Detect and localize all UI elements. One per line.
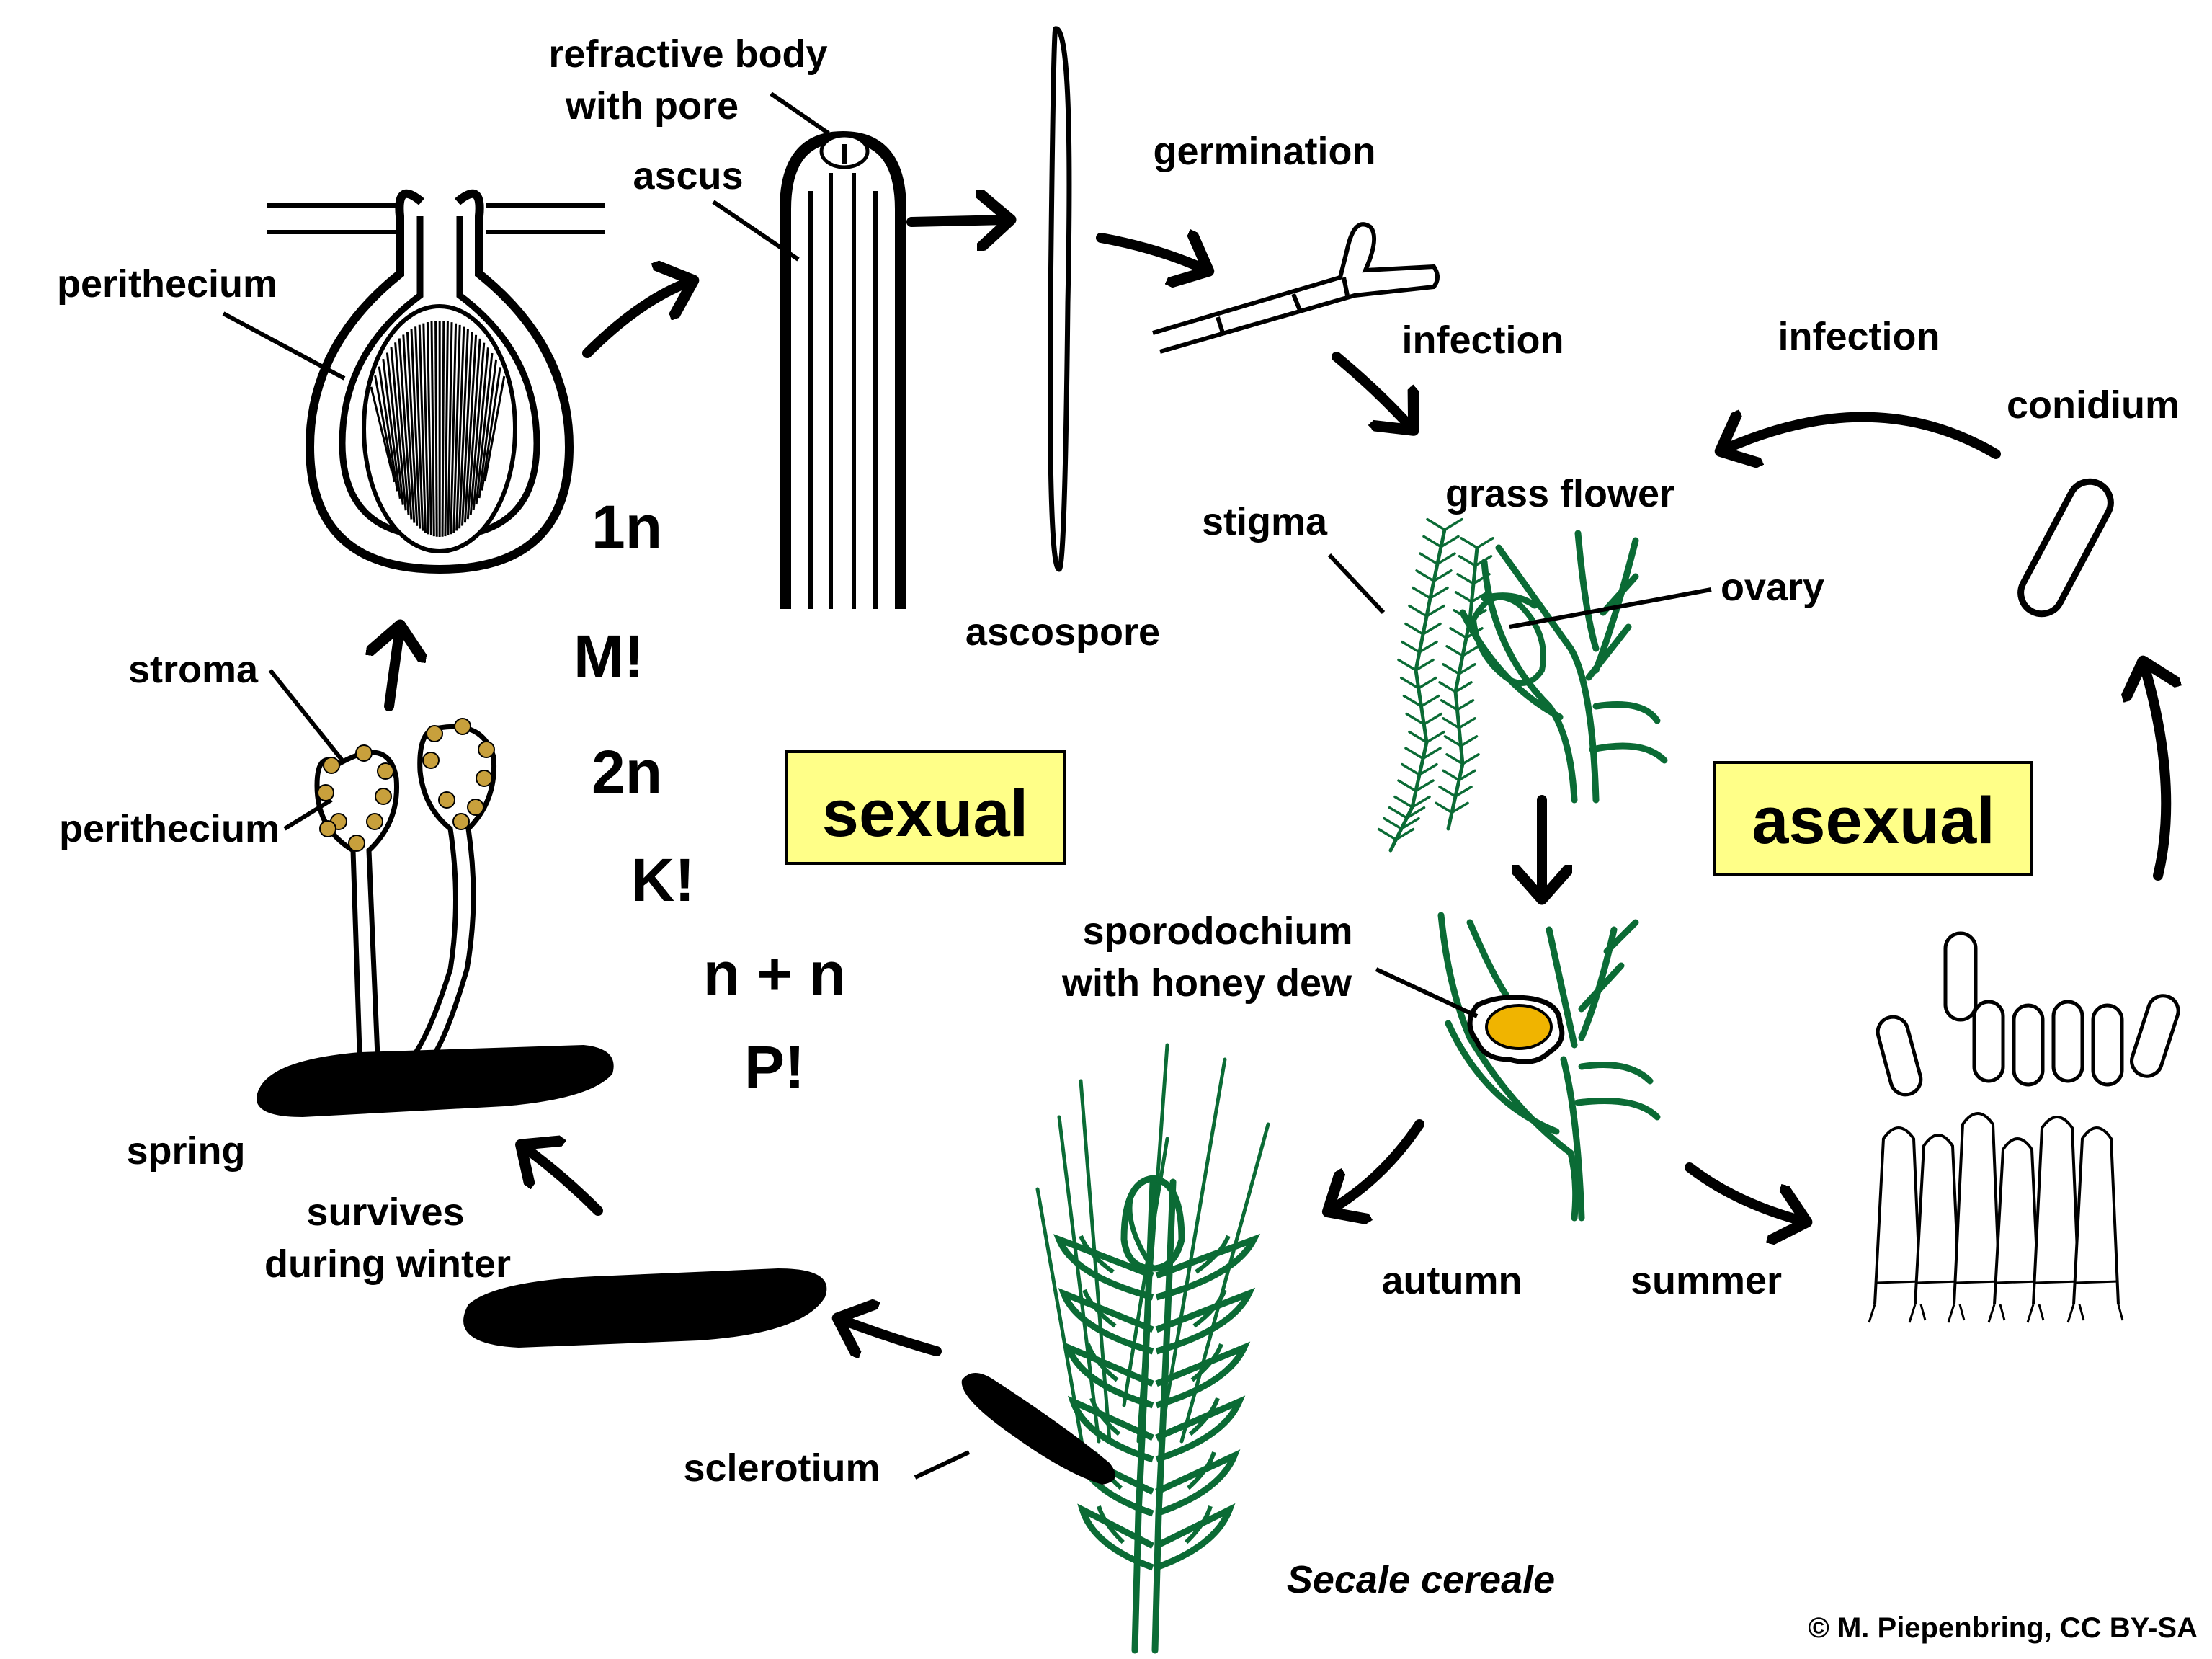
ascospore-drawing bbox=[1048, 26, 1072, 572]
arrow-to-summer bbox=[1685, 1162, 1805, 1222]
label-honey-dew: with honey dew bbox=[1061, 961, 1352, 1005]
phase-labels: 1n M! 2n K! n + n P! bbox=[574, 493, 846, 1101]
phase-1n: 1n bbox=[592, 493, 662, 561]
arrow-germination-to-flower bbox=[1332, 352, 1412, 429]
arrow-stroma-to-perithecium bbox=[389, 627, 400, 711]
stromata-drawing bbox=[314, 718, 497, 1077]
arrow-ascus-to-ascospore bbox=[906, 220, 1009, 222]
rye-ear-drawing bbox=[1035, 1043, 1270, 1654]
arrow-perithecium-to-ascus bbox=[582, 281, 692, 358]
label-survives: survives bbox=[306, 1191, 464, 1234]
label-with-pore: with pore bbox=[565, 84, 739, 128]
label-summer: summer bbox=[1631, 1259, 1782, 1302]
label-stroma: stroma bbox=[128, 648, 259, 691]
arrow-to-autumn bbox=[1329, 1119, 1424, 1211]
label-during-winter: during winter bbox=[264, 1242, 511, 1286]
conidium-drawing bbox=[2017, 478, 2114, 618]
sclerotium-spring-drawing bbox=[257, 1045, 614, 1117]
phase-dikaryon: n + n bbox=[703, 940, 846, 1008]
sclerotium-winter-drawing bbox=[463, 1268, 827, 1348]
conidiophores-drawing bbox=[1868, 931, 2180, 1323]
label-perithecium-top: perithecium bbox=[57, 262, 277, 306]
arrow-winter-to-spring bbox=[522, 1146, 603, 1216]
label-infection-right: infection bbox=[1778, 315, 1940, 358]
label-species: Secale cereale bbox=[1287, 1558, 1555, 1601]
label-conidium: conidium bbox=[2007, 383, 2180, 427]
label-germination: germination bbox=[1153, 130, 1375, 173]
label-perithecium-bottom: perithecium bbox=[59, 807, 280, 850]
perithecium-drawing bbox=[267, 189, 605, 574]
asexual-box: asexual bbox=[1713, 761, 2033, 876]
label-sclerotium: sclerotium bbox=[683, 1446, 880, 1490]
label-sporodochium: sporodochium bbox=[1083, 909, 1353, 953]
phase-meiosis: M! bbox=[574, 623, 644, 690]
label-ascus: ascus bbox=[633, 154, 743, 197]
asexual-label: asexual bbox=[1752, 784, 1995, 858]
phase-karyogamy: K! bbox=[631, 846, 695, 914]
label-refractive-body: refractive body bbox=[548, 32, 827, 76]
label-ovary: ovary bbox=[1721, 566, 1824, 609]
copyright-text: © M. Piepenbring, CC BY-SA bbox=[1808, 1612, 2198, 1644]
sclerotium-on-ear-drawing bbox=[961, 1373, 1115, 1485]
sexual-label: sexual bbox=[822, 777, 1028, 850]
infected-flower-drawing bbox=[1437, 912, 1661, 1222]
arrow-ear-to-sclerotium bbox=[839, 1319, 942, 1351]
label-ascospore: ascospore bbox=[965, 610, 1160, 654]
label-stigma: stigma bbox=[1202, 500, 1328, 543]
sexual-box: sexual bbox=[785, 750, 1066, 865]
label-grass-flower: grass flower bbox=[1445, 472, 1674, 515]
arrow-conidiophore-to-conidium bbox=[2144, 663, 2166, 881]
cycle-arrows bbox=[389, 220, 2166, 1351]
phase-plasmogamy: P! bbox=[744, 1033, 805, 1101]
text-labels: refractive body with pore ascus germinat… bbox=[57, 32, 2198, 1644]
pointer-lines bbox=[222, 92, 1712, 1480]
label-autumn: autumn bbox=[1382, 1259, 1522, 1302]
germinating-spore-drawing bbox=[1152, 222, 1440, 354]
arrow-ascospore-to-germination bbox=[1096, 238, 1207, 270]
grass-flower-drawing bbox=[1377, 517, 1668, 853]
label-infection-left: infection bbox=[1402, 319, 1564, 362]
arrow-conidium-to-flower bbox=[1722, 417, 2001, 454]
label-spring: spring bbox=[126, 1129, 245, 1173]
ascus-drawing bbox=[780, 130, 906, 609]
honeydew-drawing bbox=[1467, 995, 1565, 1064]
phase-2n: 2n bbox=[592, 738, 662, 806]
